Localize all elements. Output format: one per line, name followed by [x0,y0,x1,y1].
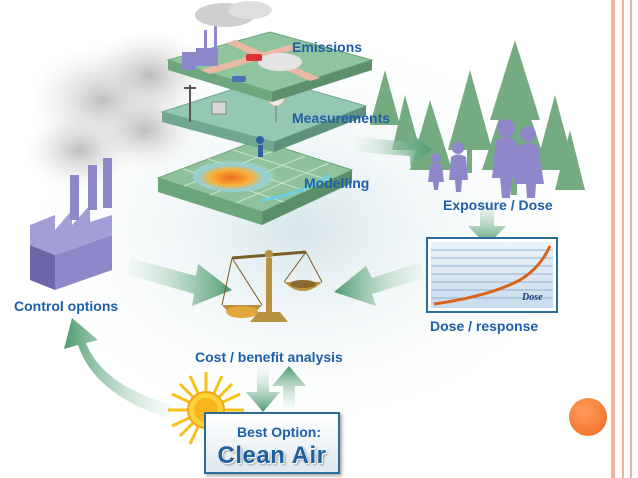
slide-border-stripe [611,0,615,478]
smoke-cloud [25,30,210,190]
arrow-control-options-to-cost-benefit [126,258,232,306]
label-control-options: Control options [14,298,119,314]
slide-border-stripe [622,0,624,478]
arrow-dose-response-to-cost-benefit [334,262,424,306]
emissions-layer [166,1,374,102]
arrow-cost-benefit-to-best-option [246,368,280,412]
label-measurements: Measurements [292,110,391,126]
label-cost-benefit: Cost / benefit analysis [195,349,343,365]
accent-dot [569,398,607,436]
arrow-measurements-to-exposure [356,132,432,166]
best-option-value: Clean Air [217,442,327,469]
factory-icon [30,158,112,290]
label-dose-response: Dose / response [430,318,539,334]
arrow-best-option-to-cost-benefit [272,366,306,408]
label-exposure-dose: Exposure / Dose [443,197,553,213]
slide-border-stripe [630,0,632,478]
family-icon [428,119,544,198]
dose-curve [433,245,552,306]
best-option-title: Best Option: [237,424,321,440]
label-modelling: Modelling [304,175,370,191]
modelling-layer [156,139,354,225]
scales-icon [221,250,323,322]
dose-response-chart [426,237,558,313]
arrow-exposure-to-dose-response [468,200,506,246]
dose-axis-label: Dose [522,292,543,303]
best-option-box: Best Option: Clean Air [204,412,340,474]
label-emissions: Emissions [292,39,363,55]
arrow-best-option-to-control-options [64,318,172,418]
